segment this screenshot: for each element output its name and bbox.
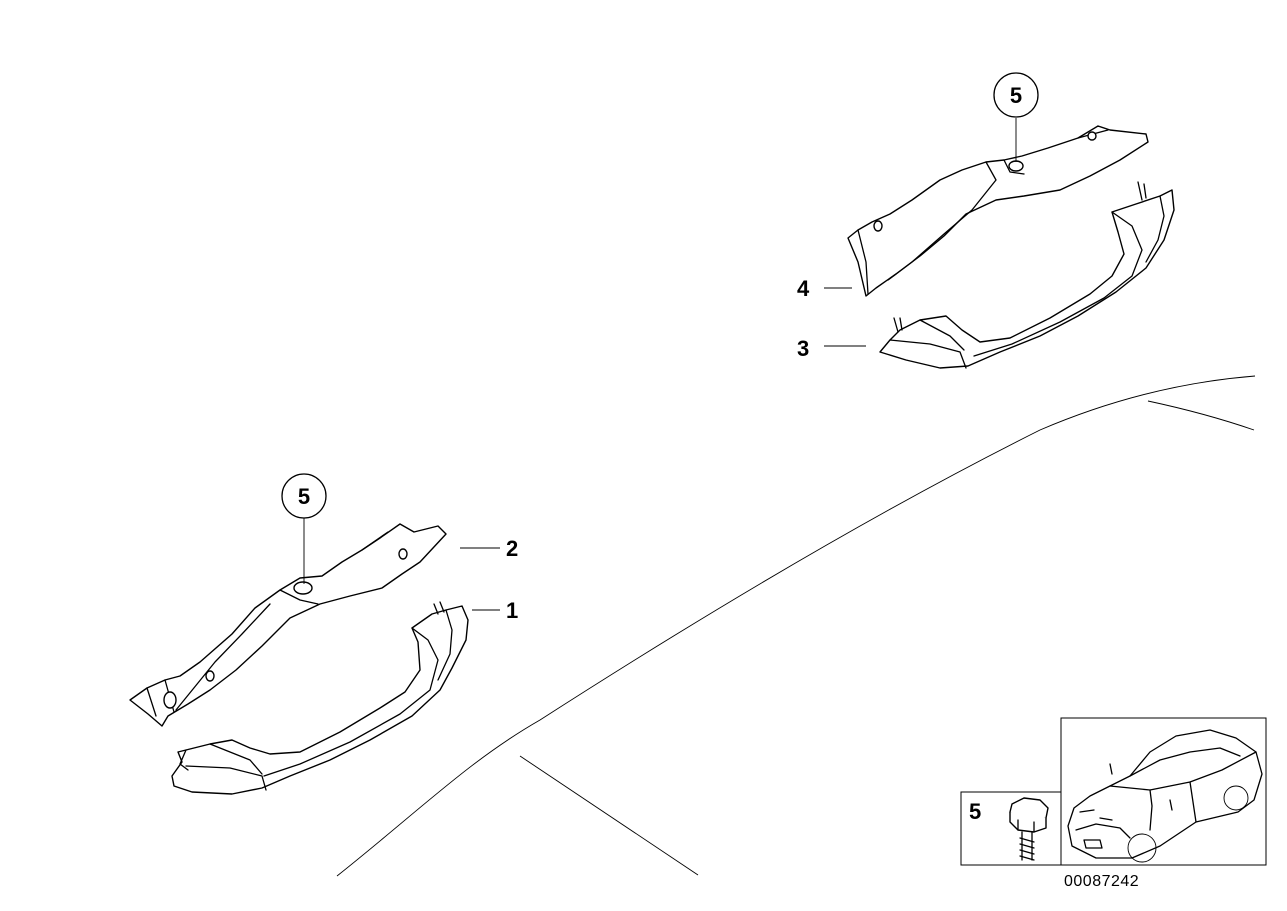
body-contour bbox=[336, 375, 1256, 877]
callout-part-4: 4 bbox=[797, 276, 810, 301]
catalog-number: 00087242 bbox=[1064, 873, 1139, 890]
svg-text:1: 1 bbox=[506, 598, 518, 623]
vehicle-thumbnail-box bbox=[1060, 717, 1267, 866]
leader-lines-left bbox=[303, 518, 500, 611]
svg-text:5: 5 bbox=[298, 484, 310, 509]
screw-icon bbox=[1009, 797, 1049, 861]
bracket-right bbox=[847, 125, 1149, 297]
car-icon bbox=[1067, 729, 1263, 863]
svg-text:4: 4 bbox=[797, 276, 810, 301]
bracket-left bbox=[129, 523, 447, 727]
grab-handle-right bbox=[879, 181, 1175, 369]
callout-part-1: 1 bbox=[506, 598, 518, 623]
callout-screw-right: 5 bbox=[993, 72, 1039, 118]
leader-lines-right bbox=[824, 118, 1017, 347]
callout-screw-left: 5 bbox=[281, 473, 327, 519]
grab-handle-left bbox=[171, 601, 469, 795]
callout-part-2: 2 bbox=[506, 536, 518, 561]
svg-text:5: 5 bbox=[969, 799, 981, 824]
callout-part-3: 3 bbox=[797, 336, 809, 361]
svg-text:2: 2 bbox=[506, 536, 518, 561]
svg-text:3: 3 bbox=[797, 336, 809, 361]
screw-legend-box: 5 bbox=[960, 791, 1062, 866]
svg-text:5: 5 bbox=[1010, 83, 1022, 108]
